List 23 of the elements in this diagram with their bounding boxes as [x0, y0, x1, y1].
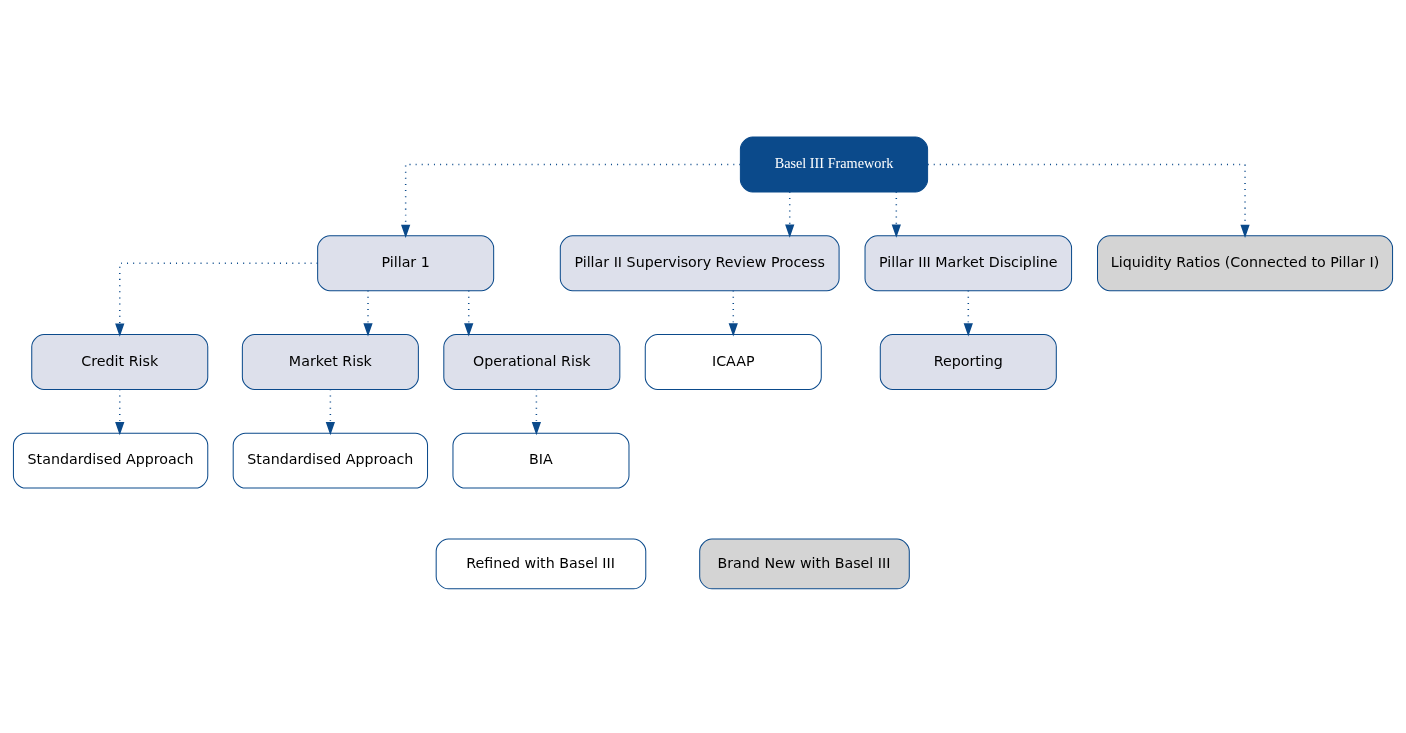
node-box: Reporting	[879, 333, 1057, 390]
node-box: ICAAP	[644, 333, 822, 390]
arrow	[891, 191, 901, 238]
arrow	[325, 388, 335, 436]
arrow	[115, 388, 125, 436]
node-box: Liquidity Ratios (Connected to Pillar I)	[1097, 235, 1394, 292]
node-box: Standardised Approach	[232, 432, 429, 489]
node-box: Market Risk	[241, 333, 419, 390]
node-box: Standardised Approach	[12, 432, 209, 489]
node-box: BIA	[452, 432, 630, 489]
node-box: Operational Risk	[443, 333, 621, 390]
legend-label: Refined with Basel III	[466, 555, 615, 572]
arrow	[927, 163, 1250, 239]
arrow	[531, 388, 542, 436]
legend-label: Brand New with Basel III	[717, 555, 891, 572]
arrow	[785, 191, 795, 238]
arrow	[401, 163, 742, 239]
node-box: Credit Risk	[31, 333, 209, 390]
node-box: Pillar 1	[317, 235, 495, 292]
arrow	[115, 262, 319, 337]
node-box: Basel III Framework	[739, 136, 929, 193]
node-box: Pillar III Market Discipline	[864, 235, 1073, 292]
node-box: Pillar II Supervisory Review Process	[559, 235, 840, 292]
